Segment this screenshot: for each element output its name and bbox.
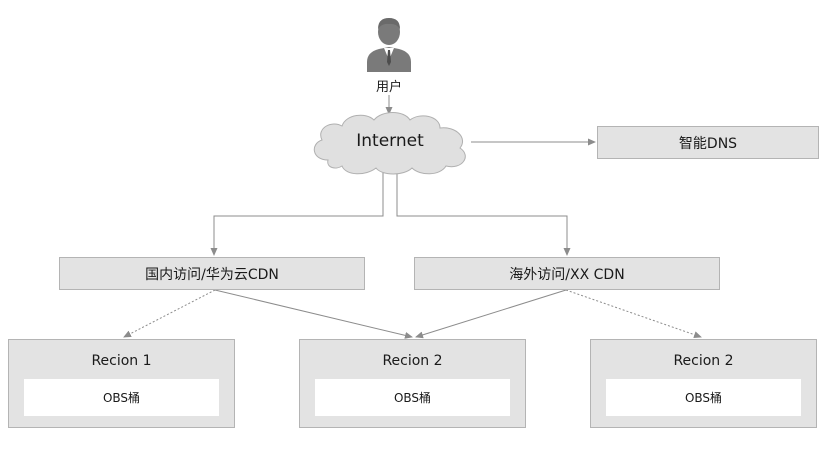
user-label: 用户: [375, 80, 402, 95]
overseas-cdn-label: 海外访问/XX CDN: [509, 266, 625, 283]
overseas-cdn-box: 海外访问/XX CDN: [414, 257, 720, 290]
smart-dns-box: 智能DNS: [597, 126, 819, 159]
arrow-domestic-cdn-to-region-1: [123, 289, 216, 338]
arrow-overseas-cdn-to-region-3: [565, 289, 702, 339]
domestic-cdn-label: 国内访问/华为云CDN: [145, 266, 279, 283]
internet-label: Internet: [356, 131, 424, 151]
cloud-icon: [313, 112, 466, 175]
arrow-internet-to-domestic-cdn: [210, 172, 384, 256]
region-1-box: Recion 1 OBS桶: [8, 339, 235, 428]
region-2-box: Recion 2 OBS桶: [299, 339, 526, 428]
arrow-overseas-cdn-to-region-2: [415, 289, 567, 339]
region-3-box: Recion 2 OBS桶: [590, 339, 817, 428]
arrow-internet-to-overseas-cdn: [396, 172, 571, 256]
user-icon: [367, 18, 411, 72]
region-1-obs-bucket: OBS桶: [24, 379, 219, 416]
region-2-obs-bucket: OBS桶: [315, 379, 510, 416]
arrow-domestic-cdn-to-region-2: [214, 289, 413, 339]
smart-dns-label: 智能DNS: [678, 135, 738, 152]
region-2-title: Recion 2: [382, 353, 443, 369]
region-3-title: Recion 2: [673, 353, 734, 369]
region-3-obs-bucket: OBS桶: [606, 379, 801, 416]
region-1-title: Recion 1: [91, 353, 152, 369]
domestic-cdn-box: 国内访问/华为云CDN: [59, 257, 365, 290]
